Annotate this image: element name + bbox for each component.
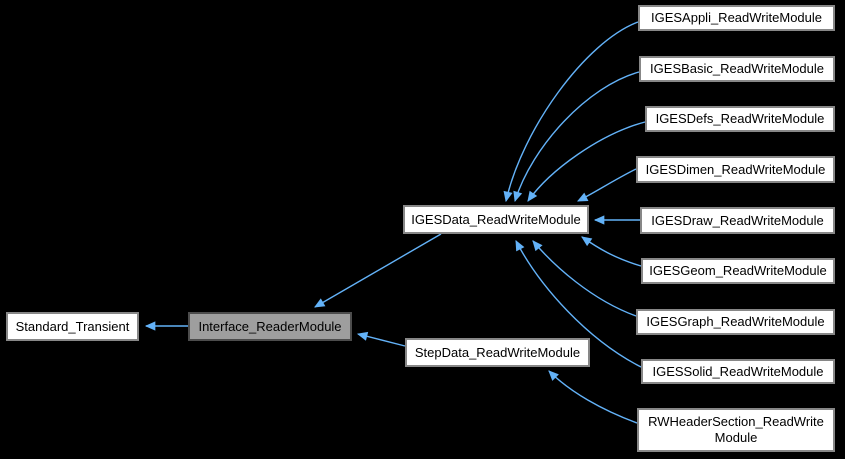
node-label: IGESGeom_ReadWriteModule — [649, 263, 827, 278]
node-label: StepData_ReadWriteModule — [414, 344, 581, 360]
node-label: IGESAppli_ReadWriteModule — [650, 10, 822, 25]
node-igesdata-readwritemodule[interactable]: IGESData_ReadWriteModule — [403, 205, 589, 234]
edge-stepdata-to-interface — [356, 331, 406, 347]
edge-igesgeom-to-igesdata — [581, 236, 642, 267]
node-label: IGESData_ReadWriteModule — [411, 211, 581, 227]
node-label: IGESGraph_ReadWriteModule — [646, 314, 825, 329]
edge-igesdata-to-interface — [314, 233, 442, 308]
node-igesdraw-readwritemodule[interactable]: IGESDraw_ReadWriteModule — [640, 207, 835, 234]
node-igesgraph-readwritemodule[interactable]: IGESGraph_ReadWriteModule — [636, 309, 835, 335]
edge-igesappli-to-igesdata — [503, 21, 639, 203]
node-igesbasic-readwritemodule[interactable]: IGESBasic_ReadWriteModule — [639, 56, 835, 82]
node-label: IGESDefs_ReadWriteModule — [655, 111, 825, 126]
edge-igesgraph-to-igesdata — [532, 240, 637, 317]
node-igessolid-readwritemodule[interactable]: IGESSolid_ReadWriteModule — [641, 359, 835, 384]
node-interface-readermodule[interactable]: Interface_ReaderModule — [188, 312, 352, 341]
edge-igesbasic-to-igesdata — [513, 71, 640, 203]
node-stepdata-readwritemodule[interactable]: StepData_ReadWriteModule — [405, 338, 590, 367]
node-label: IGESSolid_ReadWriteModule — [652, 363, 824, 379]
node-igesgeom-readwritemodule[interactable]: IGESGeom_ReadWriteModule — [641, 258, 835, 284]
node-label: Standard_Transient — [15, 318, 130, 334]
node-label: IGESBasic_ReadWriteModule — [650, 61, 824, 76]
node-label: IGESDraw_ReadWriteModule — [651, 212, 824, 228]
edge-igesdefs-to-igesdata — [527, 121, 646, 202]
edge-rwheadersection-to-stepdata — [548, 370, 638, 424]
node-standard-transient[interactable]: Standard_Transient — [6, 312, 139, 341]
edge-igesdimen-to-igesdata — [577, 168, 637, 202]
node-label: RWHeaderSection_ReadWrite Module — [648, 414, 824, 445]
node-rwheadersection-readwritemodule[interactable]: RWHeaderSection_ReadWrite Module — [637, 408, 835, 452]
node-label: IGESDimen_ReadWriteModule — [645, 161, 826, 177]
node-igesappli-readwritemodule[interactable]: IGESAppli_ReadWriteModule — [638, 5, 835, 31]
node-label: Interface_ReaderModule — [198, 318, 342, 334]
node-igesdimen-readwritemodule[interactable]: IGESDimen_ReadWriteModule — [636, 156, 835, 183]
node-igesdefs-readwritemodule[interactable]: IGESDefs_ReadWriteModule — [645, 106, 835, 132]
